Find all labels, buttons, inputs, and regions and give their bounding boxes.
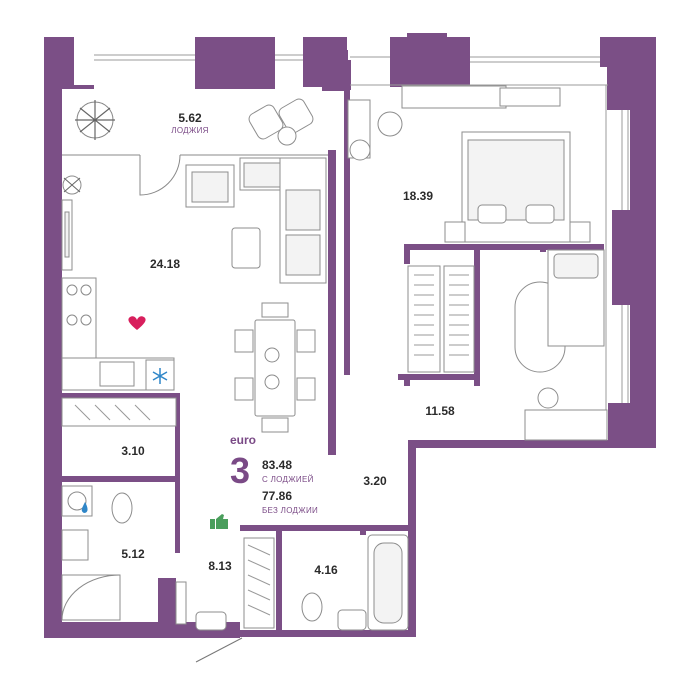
dining-table bbox=[234, 302, 316, 433]
radiator-towel bbox=[243, 537, 275, 629]
bedroom-shelf bbox=[401, 85, 507, 109]
room2-desk bbox=[524, 409, 608, 441]
furniture bbox=[61, 85, 608, 663]
hall-bench bbox=[195, 611, 227, 631]
loggia-chairs bbox=[248, 98, 314, 146]
heart-icon bbox=[128, 316, 146, 330]
corridor-area: 3.20 bbox=[363, 474, 387, 488]
storage-area: 3.10 bbox=[121, 444, 145, 458]
washing-machine bbox=[61, 485, 93, 517]
water-drop-icon bbox=[81, 502, 88, 513]
sink-1 bbox=[61, 529, 89, 561]
walls bbox=[44, 33, 656, 638]
loggia-name: ЛОДЖИЯ bbox=[171, 126, 208, 135]
wardrobes bbox=[407, 265, 475, 373]
toilet-1 bbox=[111, 492, 133, 524]
sink-2 bbox=[337, 609, 367, 631]
kitchen-sink bbox=[99, 361, 135, 387]
bed bbox=[444, 131, 591, 243]
shoe-rack bbox=[175, 581, 187, 625]
living-area: 24.18 bbox=[150, 257, 180, 271]
coffee-table bbox=[231, 227, 261, 269]
thumbs-up-icon bbox=[210, 514, 228, 529]
toilet-2 bbox=[301, 592, 323, 622]
without-loggia-label: БЕЗ ЛОДЖИИ bbox=[262, 506, 318, 515]
room2-area: 11.58 bbox=[425, 404, 455, 418]
bedroom-area: 18.39 bbox=[403, 189, 433, 203]
area-with-loggia: 83.48 bbox=[262, 458, 292, 472]
format-label: euro bbox=[230, 433, 256, 447]
windows bbox=[62, 54, 629, 440]
plant-icon bbox=[75, 100, 115, 140]
bath2-area: 4.16 bbox=[314, 563, 338, 577]
snowflake-icon bbox=[152, 368, 168, 384]
sofa bbox=[239, 157, 327, 284]
rooms-count: 3 bbox=[230, 450, 250, 491]
area-without-loggia: 77.86 bbox=[262, 489, 292, 503]
loggia-area: 5.62 bbox=[178, 111, 202, 125]
shower bbox=[61, 574, 121, 621]
storage-rack bbox=[61, 397, 177, 427]
with-loggia-label: С ЛОДЖИЕЙ bbox=[262, 475, 314, 484]
hall-area: 8.13 bbox=[208, 559, 232, 573]
bath1-area: 5.12 bbox=[121, 547, 145, 561]
